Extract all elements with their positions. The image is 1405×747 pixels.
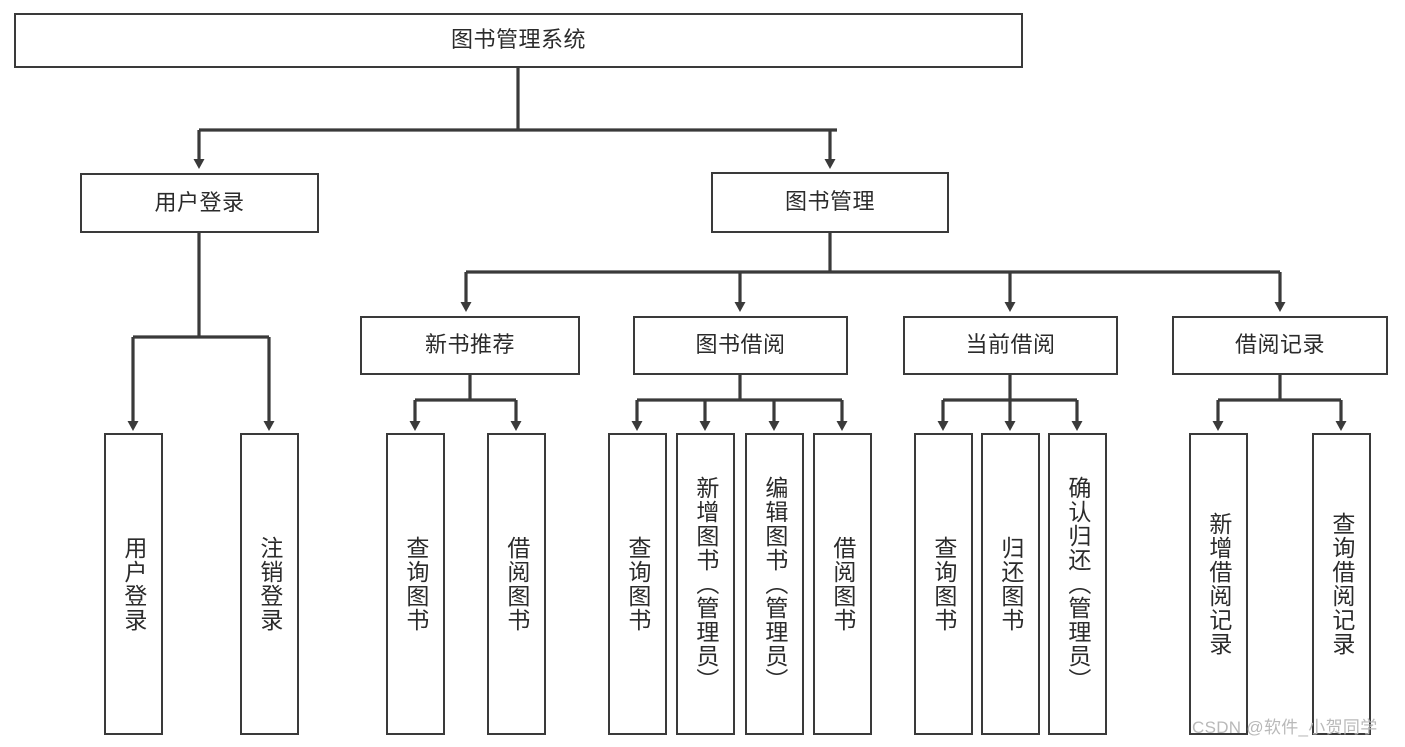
node-label: 借阅记录	[1234, 332, 1325, 358]
node-label: 查询图书	[930, 536, 957, 632]
node-label: 借阅图书	[829, 536, 856, 632]
node-root-book-management-system[interactable]: 图书管理系统	[14, 13, 1023, 68]
node-book-management[interactable]: 图书管理	[711, 172, 949, 233]
leaf-add-borrow-record[interactable]: 新增借阅记录	[1189, 433, 1248, 735]
leaf-borrow-book[interactable]: 借阅图书	[813, 433, 872, 735]
node-label: 图书管理	[784, 189, 875, 215]
leaf-user-login[interactable]: 用户登录	[104, 433, 163, 735]
leaf-add-book-admin[interactable]: 新增图书（管理员）	[676, 433, 735, 735]
leaf-confirm-return-admin[interactable]: 确认归还（管理员）	[1048, 433, 1107, 735]
leaf-recommend-borrow-book[interactable]: 借阅图书	[487, 433, 546, 735]
node-label: 归还图书	[997, 536, 1024, 632]
node-user-login[interactable]: 用户登录	[80, 173, 319, 233]
node-label: 查询图书	[402, 536, 429, 632]
node-label: 图书借阅	[695, 332, 786, 358]
node-new-book-recommendation[interactable]: 新书推荐	[360, 316, 580, 375]
node-label: 当前借阅	[965, 332, 1056, 358]
node-label: 编辑图书（管理员）	[761, 476, 788, 692]
leaf-recommend-query-book[interactable]: 查询图书	[386, 433, 445, 735]
node-label: 新书推荐	[424, 332, 515, 358]
node-label: 新增图书（管理员）	[692, 476, 719, 692]
node-book-borrow[interactable]: 图书借阅	[633, 316, 848, 375]
node-label: 查询借阅记录	[1328, 512, 1355, 656]
leaf-current-query-book[interactable]: 查询图书	[914, 433, 973, 735]
node-label: 图书管理系统	[450, 27, 586, 53]
node-label: 查询图书	[624, 536, 651, 632]
watermark-text: CSDN @软件_小贺同学	[1192, 718, 1378, 737]
node-current-borrow[interactable]: 当前借阅	[903, 316, 1118, 375]
node-label: 注销登录	[256, 536, 283, 632]
leaf-edit-book-admin[interactable]: 编辑图书（管理员）	[745, 433, 804, 735]
node-label: 确认归还（管理员）	[1064, 476, 1091, 692]
node-borrow-records[interactable]: 借阅记录	[1172, 316, 1388, 375]
node-label: 用户登录	[154, 189, 245, 215]
leaf-query-borrow-record[interactable]: 查询借阅记录	[1312, 433, 1371, 735]
node-label: 新增借阅记录	[1205, 512, 1232, 656]
leaf-logout[interactable]: 注销登录	[240, 433, 299, 735]
node-label: 借阅图书	[503, 536, 530, 632]
leaf-return-book[interactable]: 归还图书	[981, 433, 1040, 735]
leaf-borrow-query-book[interactable]: 查询图书	[608, 433, 667, 735]
node-label: 用户登录	[120, 536, 147, 632]
